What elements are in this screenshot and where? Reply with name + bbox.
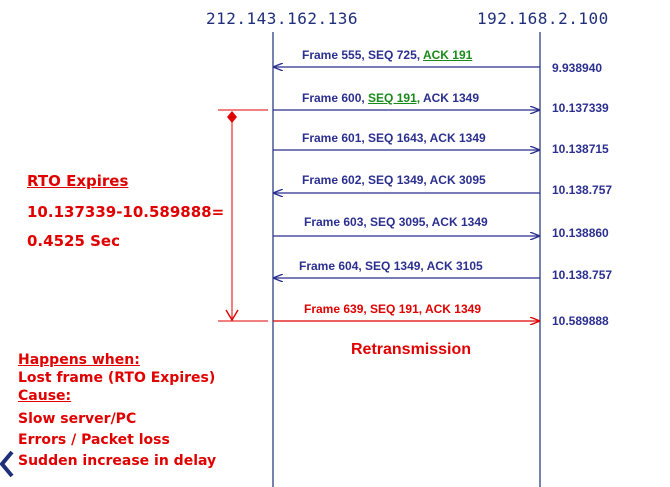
left-host-label: 212.143.162.136 <box>206 9 358 28</box>
rto-calc: 10.137339-10.589888= <box>27 203 225 221</box>
frame-timestamp-5: 10.138.757 <box>552 268 613 282</box>
frame-label-4: Frame 603, SEQ 3095, ACK 1349 <box>304 215 488 229</box>
rto-diamond <box>227 111 237 123</box>
frame-timestamp-2: 10.138715 <box>552 142 609 156</box>
frame-label-5: Frame 604, SEQ 1349, ACK 3105 <box>299 259 483 273</box>
cause-packet-loss: Errors / Packet loss <box>18 432 170 448</box>
frame-timestamp-1: 10.137339 <box>552 101 609 115</box>
frame-label-1: Frame 600, SEQ 191, ACK 1349 <box>302 91 479 105</box>
rto-expires-title: RTO Expires <box>27 172 129 190</box>
frame-label-2: Frame 601, SEQ 1643, ACK 1349 <box>302 131 486 145</box>
frame-label-0: Frame 555, SEQ 725, ACK 191 <box>302 48 473 62</box>
frame-timestamp-6: 10.589888 <box>552 314 609 328</box>
frame-timestamp-4: 10.138860 <box>552 226 609 240</box>
highlighted-field: ACK 191 <box>422 48 473 62</box>
retransmission-label: Retransmission <box>351 341 472 358</box>
highlighted-field: SEQ 191, <box>368 91 421 105</box>
cause-heading: Cause: <box>18 388 72 404</box>
back-arrow-icon[interactable] <box>0 450 14 478</box>
happens-when-heading: Happens when: <box>18 352 140 368</box>
right-host-label: 192.168.2.100 <box>477 9 609 28</box>
cause-delay: Sudden increase in delay <box>18 453 217 469</box>
lost-frame-note: Lost frame (RTO Expires) <box>18 370 216 386</box>
rto-arrow-down <box>225 309 239 322</box>
rto-result: 0.4525 Sec <box>27 232 120 250</box>
cause-slow-server: Slow server/PC <box>18 411 137 427</box>
frame-timestamp-0: 9.938940 <box>552 61 603 75</box>
frame-timestamp-3: 10.138.757 <box>552 183 613 197</box>
frame-label-6: Frame 639, SEQ 191, ACK 1349 <box>304 302 481 316</box>
frame-label-3: Frame 602, SEQ 1349, ACK 3095 <box>302 173 486 187</box>
